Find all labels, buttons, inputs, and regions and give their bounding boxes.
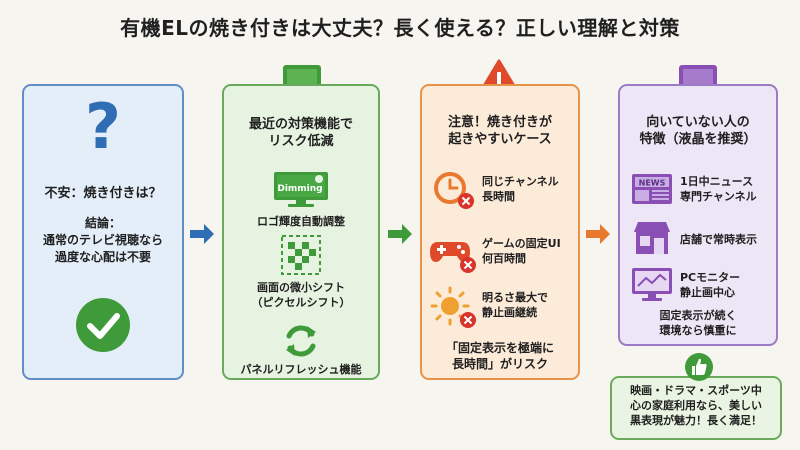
panel-not-suited: 向いていない人の 特徴（液晶を推奨） NEWS 1日中ニュース 専門チャンネル …	[618, 84, 778, 346]
pixel-shift-icon	[281, 235, 321, 275]
item-panel-refresh: パネルリフレッシュ機能	[240, 363, 362, 376]
dimming-label: Dimming	[277, 184, 322, 194]
sun-icon	[430, 286, 476, 328]
case-pc-monitor: PCモニター 静止画中心	[680, 271, 741, 299]
monitor-icon	[679, 65, 717, 96]
panel-countermeasures: 最近の対策機能で リスク低減 Dimming ロゴ輝度自動調整 画面の微小シフト…	[222, 84, 380, 380]
dimming-monitor-icon: Dimming	[274, 172, 328, 207]
panel-anxiety: ? 不安：焼き付きは？ 結論： 通常のテレビ視聴なら 過度な心配は不要	[22, 84, 184, 380]
newspaper-icon: NEWS	[632, 174, 672, 204]
question-mark-icon: ?	[85, 90, 121, 163]
case-max-brightness: 明るさ最大で 静止画継続	[482, 291, 548, 319]
recommendation-bubble: 映画・ドラマ・スポーツ中 心の家庭利用なら、美しい 黒表現が魅力！長く満足！	[610, 376, 782, 440]
refresh-icon	[286, 325, 316, 357]
clock-icon	[434, 172, 474, 209]
not-suited-footer: 固定表示が続く 環境なら慎重に	[659, 309, 737, 337]
arrow-right-icon	[388, 224, 412, 244]
page-title: 有機ELの焼き付きは大丈夫？長く使える？正しい理解と対策	[120, 16, 680, 40]
arrow-right-icon	[586, 224, 610, 244]
check-icon	[76, 298, 130, 352]
case-game-ui: ゲームの固定UI 何百時間	[482, 237, 561, 265]
item-logo-brightness: ロゴ輝度自動調整	[257, 215, 345, 228]
not-suited-heading: 向いていない人の 特徴（液晶を推奨）	[639, 115, 757, 147]
risk-footer: 「固定表示を極端に 長時間」がリスク	[445, 341, 554, 371]
case-store-display: 店舗で常時表示	[680, 233, 757, 246]
anxiety-heading: 不安：焼き付きは？	[44, 186, 162, 201]
countermeasures-heading: 最近の対策機能で リスク低減	[248, 117, 353, 149]
gamepad-icon	[430, 242, 476, 273]
store-icon	[634, 222, 670, 254]
case-same-channel: 同じチャンネル 長時間	[482, 175, 559, 203]
news-label: NEWS	[639, 179, 666, 188]
risk-heading: 注意！焼き付きが 起きやすいケース	[447, 115, 552, 147]
item-pixel-shift: 画面の微小シフト （ピクセルシフト）	[251, 281, 351, 309]
arrow-right-icon	[190, 224, 214, 244]
panel-risk-cases: 注意！焼き付きが 起きやすいケース 同じチャンネル 長時間 ゲームの固定UI 何…	[420, 84, 580, 380]
conclusion-text: 通常のテレビ視聴なら 過度な心配は不要	[42, 233, 163, 264]
pc-monitor-icon	[632, 268, 672, 301]
case-news-channel: 1日中ニュース 専門チャンネル	[680, 175, 757, 203]
thumbs-up-icon	[685, 353, 713, 381]
conclusion-label: 結論：	[84, 216, 121, 230]
